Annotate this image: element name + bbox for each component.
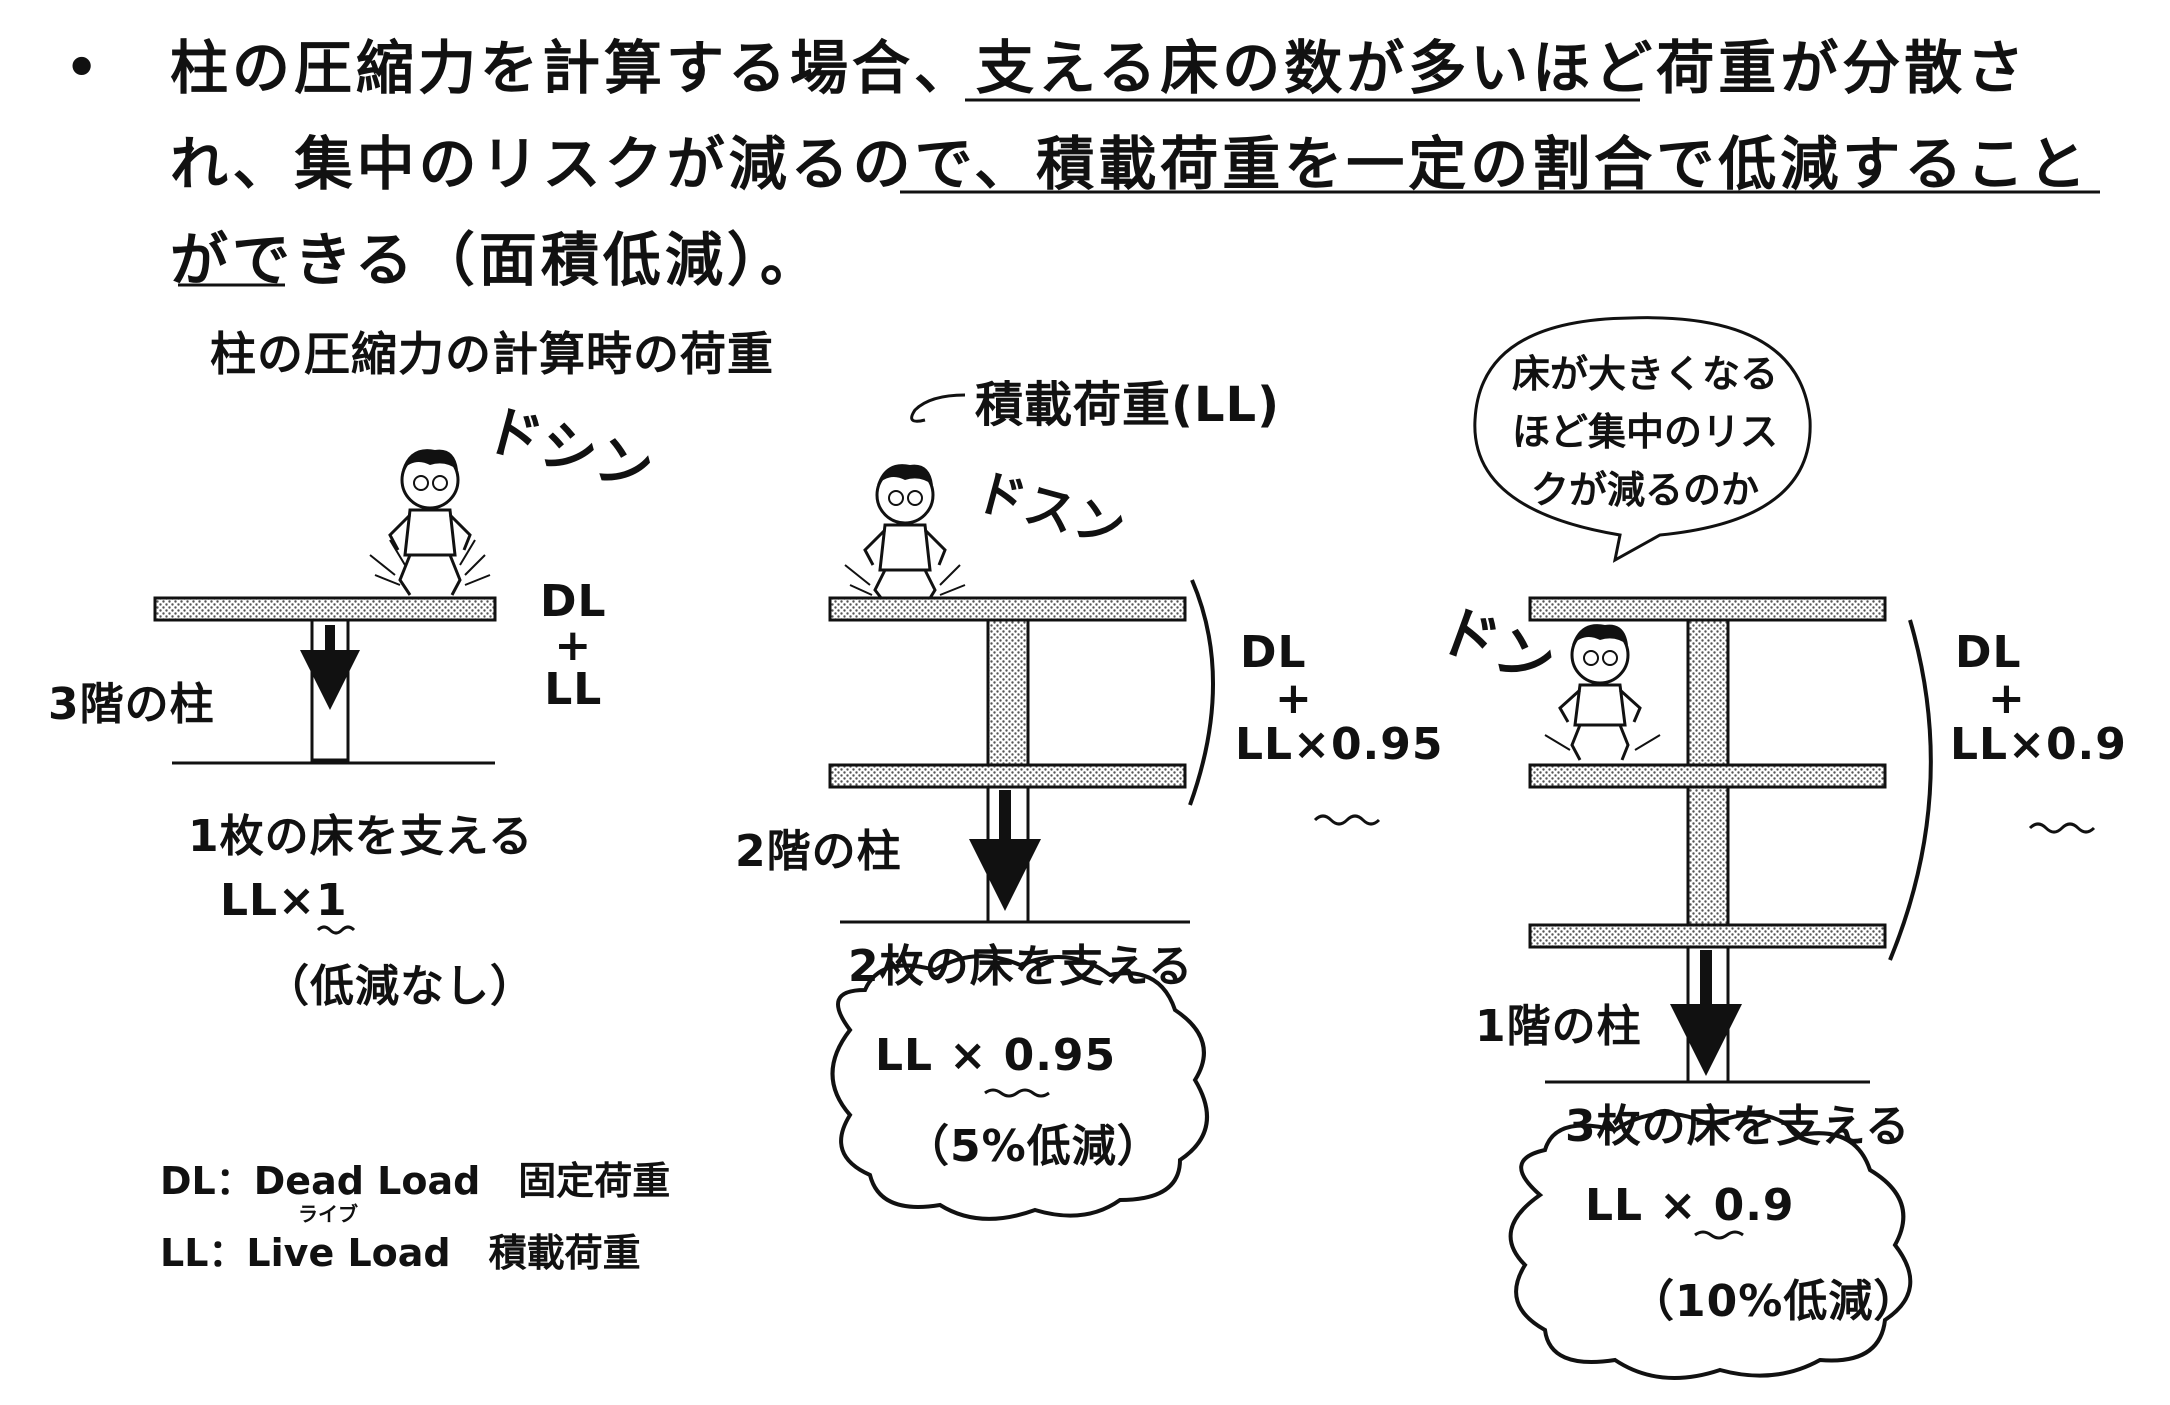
load-dl: DL — [1955, 627, 2022, 678]
brace — [1888, 619, 1933, 961]
cloud-bubble — [830, 954, 1209, 1221]
load-dl: DL — [1240, 627, 1307, 678]
load-plus: + — [1988, 673, 2026, 724]
case3-structure — [1473, 316, 2096, 1380]
case2-supports: 2枚の床を支える — [848, 941, 1194, 992]
legend-dl: DL：Dead Load 固定荷重 — [160, 1159, 671, 1203]
person-figure — [1558, 624, 1642, 761]
load-plus: + — [1275, 673, 1313, 724]
case1-supports: 1枚の床を支える — [188, 811, 534, 862]
case1-factor: LL×1 — [220, 875, 348, 926]
load-ll: LL — [544, 664, 603, 715]
case3-speech: 床が大きくなる ほど集中のリス クが減るのか — [1500, 345, 1790, 519]
case3-note: （10%低減） — [1630, 1276, 1919, 1327]
floor-slab — [828, 596, 1187, 622]
load-plus: + — [554, 620, 593, 671]
floor-slab — [1528, 923, 1887, 949]
speech-line: クが減るのか — [1530, 468, 1759, 512]
intro-part3: 荷重が分散され、集中のリスクが減るので、 — [170, 34, 2029, 198]
speech-line: ほど集中のリス — [1511, 410, 1778, 454]
section-heading: 柱の圧縮力の計算時の荷重 — [210, 327, 774, 381]
case1-column-label: 3階の柱 — [48, 679, 215, 730]
cloud-bubble — [1508, 1111, 1913, 1380]
speech-line: 床が大きくなる — [1511, 352, 1778, 396]
floor-slab — [1528, 596, 1887, 622]
speech-bubble — [1473, 316, 1812, 563]
floor-slab — [153, 596, 497, 622]
case1-note: （低減なし） — [265, 961, 535, 1012]
case2-load: DL + LL×0.95 — [1235, 630, 1444, 768]
case2-column-label: 2階の柱 — [735, 826, 902, 877]
column — [986, 618, 1030, 767]
brace — [1188, 579, 1215, 806]
case2-load-label: 積載荷重(LL) — [975, 377, 1281, 433]
case3-load: DL + LL×0.9 — [1950, 630, 2127, 768]
case1-load: DL + LL — [540, 580, 607, 712]
legend-ll: LL：Live Load 積載荷重 — [160, 1231, 641, 1275]
bullet: • — [65, 38, 103, 98]
floor-slab — [828, 763, 1187, 789]
case2-structure — [828, 393, 1381, 1221]
column — [1686, 785, 1730, 927]
case2-note: （5%低減） — [905, 1121, 1162, 1172]
intro-part4: 積載荷重を一定の割合で低減することができる — [170, 130, 2091, 294]
person-figure — [388, 449, 472, 596]
case2-factor: LL × 0.95 — [875, 1030, 1117, 1081]
case3-column-label: 1階の柱 — [1475, 1001, 1642, 1052]
intro-part5: （面積低減）。 — [416, 226, 822, 294]
load-ll: LL×0.9 — [1950, 719, 2127, 770]
load-ll: LL×0.95 — [1235, 719, 1444, 770]
case1-structure — [153, 449, 497, 935]
load-dl: DL — [540, 576, 607, 627]
column — [1686, 618, 1730, 767]
person-figure — [863, 464, 947, 604]
case3-supports: 3枚の床を支える — [1565, 1101, 1911, 1152]
floor-slab — [1528, 763, 1887, 789]
intro-text: • 柱の圧縮力を計算する場合、支える床の数が多いほど荷重が分散され、集中のリスク… — [65, 20, 2130, 308]
intro-part2: 支える床の数が多いほど — [976, 34, 1657, 102]
case3-factor: LL × 0.9 — [1585, 1180, 1795, 1231]
legend-ruby: ライブ — [298, 1202, 358, 1226]
intro-part1: 柱の圧縮力を計算する場合、 — [170, 34, 977, 102]
